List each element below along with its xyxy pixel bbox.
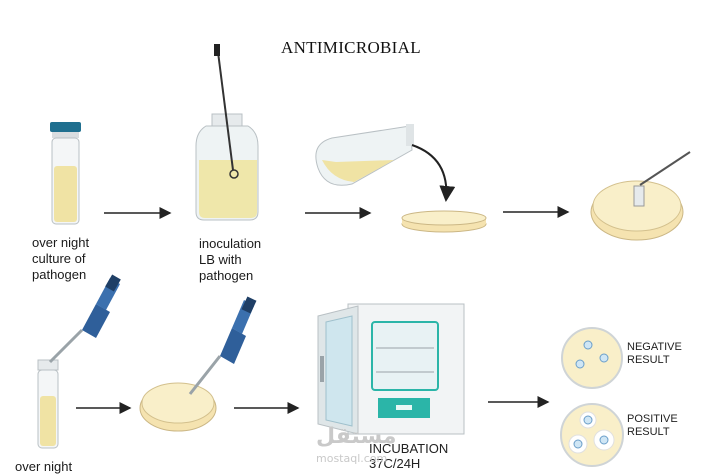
step1-label-line3: pathogen <box>32 267 87 282</box>
negative-result-line2: RESULT <box>627 354 670 366</box>
culture-vial-icon <box>50 122 81 225</box>
watermark-arabic: مستقل <box>316 424 397 449</box>
step2-label-line3: pathogen <box>199 268 254 283</box>
lb-bottle-icon <box>195 113 259 221</box>
positive-result-line1: POSITIVE <box>627 413 678 425</box>
diagram-title: ANTIMICROBIAL <box>281 38 421 57</box>
watermark-latin: mostaql.com <box>316 452 388 465</box>
pouring-flask-icon <box>315 124 414 186</box>
pipette-1-icon <box>48 274 121 364</box>
negative-result-plate-icon <box>561 327 623 389</box>
step1-label-line1: over night <box>32 235 90 250</box>
incubation-label-line1: INCUBATION <box>369 441 449 456</box>
positive-result-plate-icon <box>560 403 624 467</box>
pour-arrow <box>411 144 456 202</box>
inoculating-loop-icon <box>214 44 239 179</box>
petri-plate-icon <box>401 210 487 233</box>
overnight-vial-icon <box>37 359 59 449</box>
step1-label-line2: culture of <box>32 251 86 266</box>
step2-label-line1: inoculation <box>199 236 262 251</box>
step2-label-line2: LB with <box>199 252 242 267</box>
lawn-plate-icon <box>139 382 217 432</box>
incubator-icon <box>317 303 465 435</box>
streaked-plate-icon <box>590 151 691 241</box>
positive-result-line2: RESULT <box>627 426 670 438</box>
negative-result-line1: NEGATIVE <box>627 341 682 353</box>
step5-label-line1: over night <box>15 459 73 474</box>
pipette-2-icon <box>188 296 257 395</box>
incubation-label-line2: 37C/24H <box>369 456 421 471</box>
